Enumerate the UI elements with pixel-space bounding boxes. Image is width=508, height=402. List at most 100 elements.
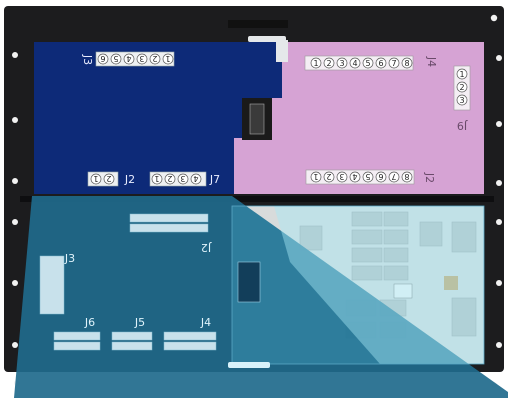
pin-number: 8 (404, 59, 409, 68)
pin-circle (349, 57, 361, 69)
pin-circle (190, 173, 202, 185)
label-j3-lower: J3 (64, 252, 75, 265)
pin-number: 2 (326, 172, 331, 181)
pin-circle (97, 53, 109, 65)
pin-number: 6 (378, 172, 383, 181)
pin-circle (323, 57, 335, 69)
pin-number: 6 (100, 54, 105, 63)
pin-number: 6 (378, 59, 383, 68)
pin-number: 2 (152, 54, 157, 63)
pin-circle (136, 53, 148, 65)
label-j2-left: J2 (124, 173, 135, 186)
pin-number: 3 (339, 172, 344, 181)
pin-circle (375, 171, 387, 183)
pin-circle (456, 68, 468, 80)
pin-number: 3 (180, 174, 185, 183)
pin-number: 5 (365, 172, 370, 181)
pin-number: 4 (352, 172, 357, 181)
label-j9: J9 (457, 119, 468, 132)
pin-number: 5 (113, 54, 118, 63)
pin-circle (310, 57, 322, 69)
mounting-hole (12, 117, 18, 123)
pin-circle (362, 171, 374, 183)
mounting-hole (12, 280, 18, 286)
mounting-hole (496, 121, 502, 127)
pin-circle (103, 173, 115, 185)
mounting-hole (12, 178, 18, 184)
mounting-hole (496, 219, 502, 225)
mounting-hole (496, 55, 502, 61)
pin-circle (90, 173, 102, 185)
pin-number: 4 (193, 174, 198, 183)
label-j2-lower: J2 (201, 241, 212, 254)
pin-circle (401, 171, 413, 183)
pin-number: 8 (404, 172, 409, 181)
pin-circle (456, 94, 468, 106)
label-j4: J4 (425, 56, 438, 67)
mounting-hole (12, 342, 18, 348)
pin-circle (151, 173, 163, 185)
mounting-hole (12, 219, 18, 225)
cyan-highlight (274, 206, 484, 364)
pin-number: 1 (154, 174, 159, 183)
connector-j4-lower (163, 331, 217, 351)
pin-circle (362, 57, 374, 69)
pin-circle (123, 53, 135, 65)
pin-number: 1 (313, 59, 318, 68)
pin-circle (110, 53, 122, 65)
label-j2-right: J2 (423, 172, 436, 183)
pin-number: 5 (365, 59, 370, 68)
pin-circle (401, 57, 413, 69)
pin-number: 3 (139, 54, 144, 63)
pin-circle (456, 81, 468, 93)
label-j7: J7 (209, 173, 220, 186)
pin-circle (323, 171, 335, 183)
mounting-hole (490, 14, 498, 22)
pin-number: 2 (106, 174, 111, 183)
connector-j5 (111, 331, 153, 351)
pin-circle (149, 53, 161, 65)
pin-number: 1 (165, 54, 170, 63)
connector-j3-lower (39, 255, 65, 315)
pin-number: 2 (459, 83, 464, 92)
pin-circle (177, 173, 189, 185)
pin-number: 1 (459, 70, 464, 79)
pin-number: 3 (339, 59, 344, 68)
bottom-bracket (228, 362, 270, 368)
pin-circle (310, 171, 322, 183)
label-j6: J6 (84, 316, 95, 329)
connector-j9: 1 2 3 (453, 65, 471, 111)
mounting-hole (12, 52, 18, 58)
label-j4-lower: J4 (200, 316, 211, 329)
pin-number: 4 (126, 54, 131, 63)
label-j5: J5 (134, 316, 145, 329)
mounting-hole (496, 180, 502, 186)
connector-j2-lower (129, 213, 209, 233)
pin-number: 2 (326, 59, 331, 68)
pin-circle (162, 53, 174, 65)
pin-number: 4 (352, 59, 357, 68)
mounting-hole (496, 342, 502, 348)
frame-divider (20, 196, 494, 202)
connector-j6 (53, 331, 101, 351)
pin-circle (388, 171, 400, 183)
mounting-hole (496, 280, 502, 286)
pin-circle (336, 171, 348, 183)
pin-circle (388, 57, 400, 69)
pin-circle (164, 173, 176, 185)
pink-board (234, 42, 484, 194)
pin-number: 7 (391, 172, 396, 181)
pin-circle (336, 57, 348, 69)
label-j3-top: J3 (81, 54, 94, 65)
pin-circle (349, 171, 361, 183)
pin-number: 3 (459, 96, 464, 105)
pin-circle (375, 57, 387, 69)
frame-top-tab (228, 20, 288, 28)
